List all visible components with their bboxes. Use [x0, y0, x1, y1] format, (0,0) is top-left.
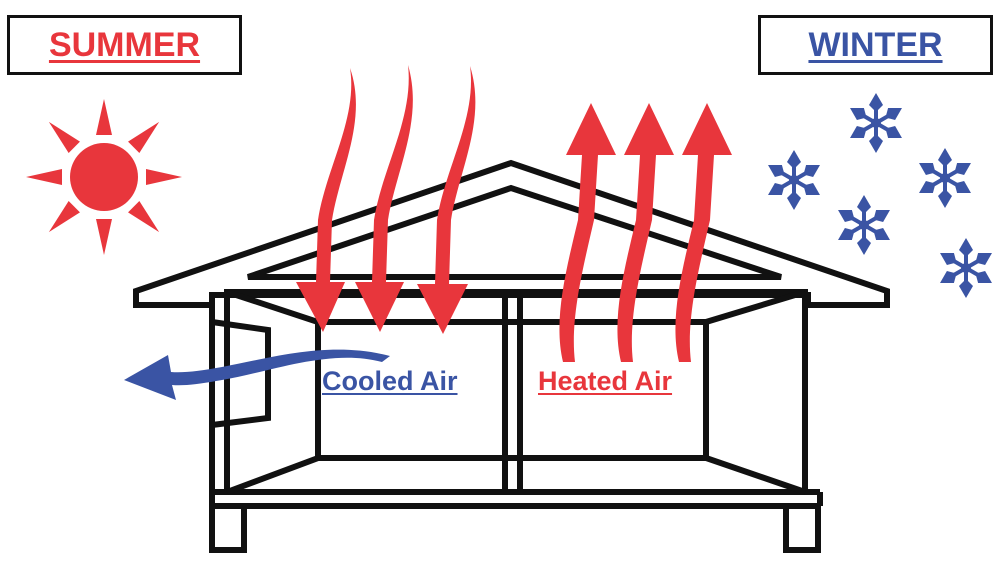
heat-escaping-arrow — [559, 103, 616, 362]
summer-title-box: SUMMER — [7, 15, 242, 75]
heat-escaping-arrow — [617, 103, 674, 362]
cooled-air-label: Cooled Air — [322, 366, 458, 396]
cooled-air-arrow — [124, 349, 390, 400]
heat-entering-arrow — [296, 68, 356, 332]
winter-title: WINTER — [808, 25, 943, 64]
heat-entering-arrow — [417, 66, 476, 334]
snowflake-icon — [762, 148, 826, 212]
snowflake-icon — [934, 236, 998, 300]
heated-air-label: Heated Air — [538, 366, 673, 396]
winter-title-box: WINTER — [758, 15, 993, 75]
sun-icon — [26, 99, 182, 255]
snowflake-icon — [913, 146, 977, 210]
snowflake-icon — [844, 91, 908, 155]
house-outline — [133, 159, 890, 553]
heat-entering-arrow — [355, 65, 413, 332]
snowflake-icon — [832, 193, 896, 257]
heat-escaping-arrow — [675, 103, 732, 362]
summer-title: SUMMER — [48, 25, 201, 64]
